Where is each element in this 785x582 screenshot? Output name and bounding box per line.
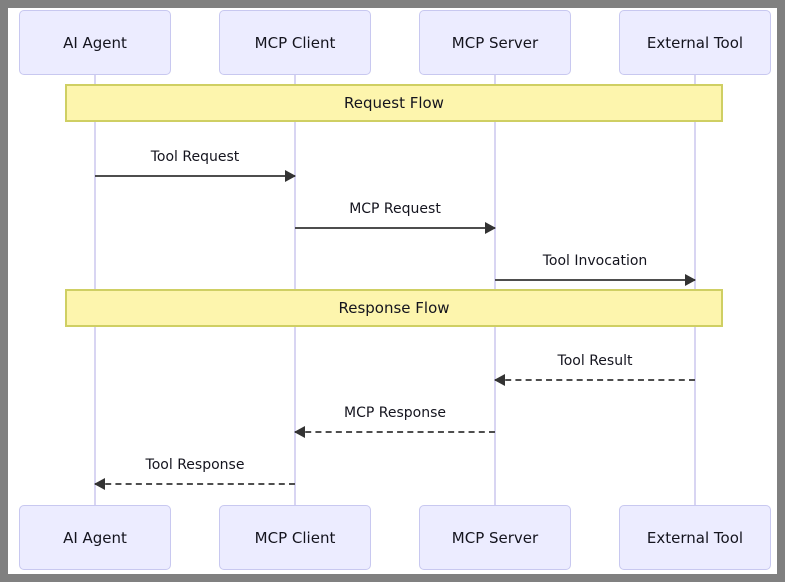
participant-box-mcp-server-top[interactable]: MCP Server [419, 10, 571, 75]
message-line-tool-result [495, 379, 695, 381]
participant-label-mcp-client-bottom: MCP Client [254, 528, 336, 547]
participant-box-ai-agent-top[interactable]: AI Agent [19, 10, 171, 75]
message-line-tool-invocation [495, 279, 695, 281]
participant-label-mcp-server-bottom: MCP Server [451, 528, 539, 547]
message-label-tool-invocation: Tool Invocation [542, 253, 648, 269]
arrowhead-tool-request [285, 170, 296, 182]
message-line-mcp-response [295, 431, 495, 433]
participant-label-ai-agent-top: AI Agent [63, 33, 127, 52]
arrowhead-tool-result [494, 374, 505, 386]
participant-box-external-tool-bottom[interactable]: External Tool [619, 505, 771, 570]
participant-label-external-tool-bottom: External Tool [646, 528, 744, 547]
arrowhead-mcp-response [294, 426, 305, 438]
message-label-mcp-request: MCP Request [349, 201, 441, 217]
participant-label-ai-agent-bottom: AI Agent [63, 528, 127, 547]
arrowhead-tool-response [94, 478, 105, 490]
section-label-request-flow: Request Flow [344, 94, 444, 112]
participant-box-mcp-client-bottom[interactable]: MCP Client [219, 505, 371, 570]
participant-box-ai-agent-bottom[interactable]: AI Agent [19, 505, 171, 570]
participant-box-mcp-client-top[interactable]: MCP Client [219, 10, 371, 75]
arrowhead-tool-invocation [685, 274, 696, 286]
diagram-sheet: AI Agent MCP Client MCP Server External … [8, 8, 777, 574]
message-label-tool-request: Tool Request [150, 149, 240, 165]
section-banner-response-flow: Response Flow [65, 289, 723, 327]
message-label-mcp-response: MCP Response [344, 405, 446, 421]
section-label-response-flow: Response Flow [338, 299, 450, 317]
participant-label-mcp-server-top: MCP Server [451, 33, 539, 52]
arrowhead-mcp-request [485, 222, 496, 234]
message-label-tool-response: Tool Response [145, 457, 245, 473]
participant-box-mcp-server-bottom[interactable]: MCP Server [419, 505, 571, 570]
message-line-mcp-request [295, 227, 495, 229]
participant-box-external-tool-top[interactable]: External Tool [619, 10, 771, 75]
participant-label-external-tool-top: External Tool [646, 33, 744, 52]
message-line-tool-request [95, 175, 295, 177]
message-label-tool-result: Tool Result [557, 353, 633, 369]
section-banner-request-flow: Request Flow [65, 84, 723, 122]
message-line-tool-response [95, 483, 295, 485]
participant-label-mcp-client-top: MCP Client [254, 33, 336, 52]
